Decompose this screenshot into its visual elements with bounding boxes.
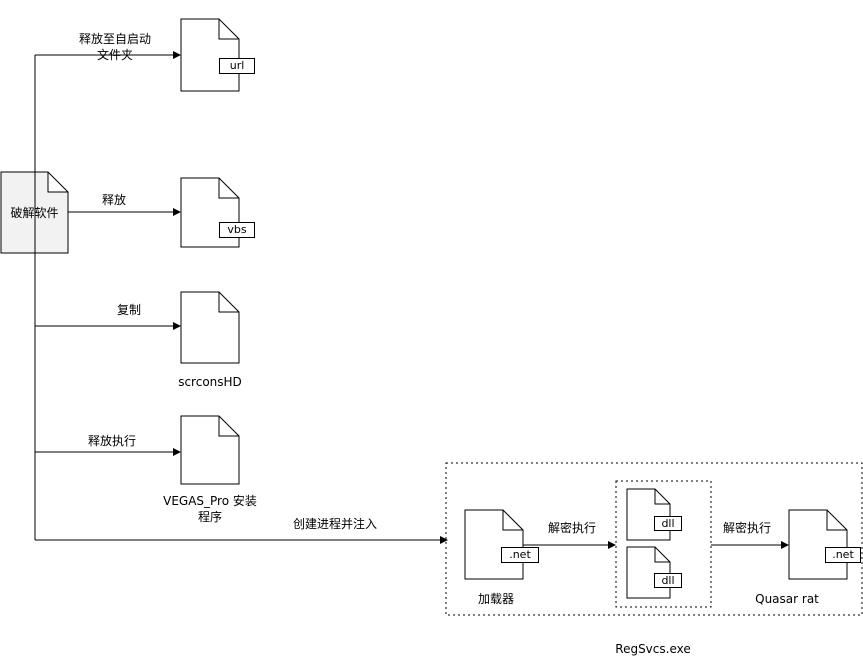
edge-label-autostart: 释放至自启动 文件夹	[78, 32, 151, 62]
payload-file-icon	[788, 509, 848, 580]
vbs-file-tag: vbs	[219, 222, 255, 238]
regsvcs-container	[445, 462, 863, 616]
source-label: 破解软件	[10, 206, 59, 220]
dll-file-tag-1: dll	[654, 516, 682, 531]
loader-file-tag: .net	[501, 547, 539, 563]
vegas-installer-caption: VEGAS_Pro 安装 程序	[163, 494, 257, 524]
regsvcs-label: RegSvcs.exe	[615, 642, 691, 656]
loader-file-icon	[464, 509, 524, 580]
edge-label-decrypt-2: 解密执行	[723, 521, 772, 535]
edge-label-copy: 复制	[117, 303, 142, 317]
edge-label-release-exec: 释放执行	[88, 434, 137, 448]
payload-caption: Quasar rat	[755, 592, 819, 606]
url-file-icon	[180, 18, 240, 92]
dll-file-tag-2: dll	[654, 573, 682, 588]
payload-file-tag: .net	[825, 547, 861, 563]
edge-label-release: 释放	[102, 193, 127, 207]
edge-label-decrypt-1: 解密执行	[548, 521, 597, 535]
url-file-tag: url	[219, 58, 255, 74]
loader-caption: 加载器	[477, 592, 514, 606]
scrconshd-file-icon	[180, 291, 240, 364]
edge-label-inject: 创建进程并注入	[293, 517, 378, 531]
vegas-installer-file-icon	[180, 415, 240, 485]
scrconshd-caption: scrconsHD	[178, 375, 242, 389]
dll-file-icon-1	[626, 488, 671, 541]
